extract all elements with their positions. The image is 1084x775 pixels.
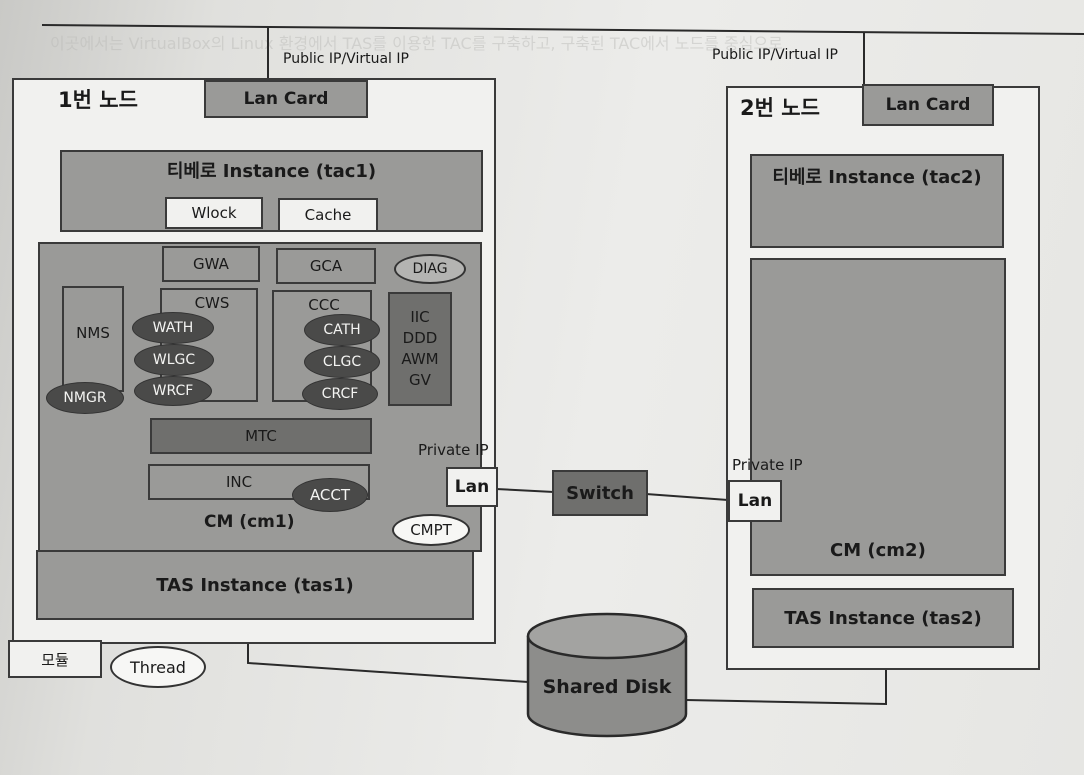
node2-instance-box (750, 154, 1004, 248)
mtc-module: MTC (150, 418, 372, 454)
node1-instance-box (60, 150, 483, 232)
node1-private-ip-label: Private IP (418, 441, 489, 459)
node2-lan: Lan (728, 480, 782, 522)
crcf-thread: CRCF (302, 378, 378, 410)
cache-callout: Cache (278, 198, 378, 232)
cws-label: CWS (194, 294, 230, 312)
iic-module: IIC DDD AWM GV (388, 292, 452, 406)
public-ip-label-left: Public IP/Virtual IP (283, 51, 409, 67)
cath-thread: CATH (304, 314, 380, 346)
wath-thread: WATH (132, 312, 214, 344)
node1-instance-label: 티베로 Instance (tac1) (166, 161, 377, 182)
node1-lan: Lan (446, 467, 498, 507)
legend-thread: Thread (110, 646, 206, 688)
gwa-module: GWA (162, 246, 260, 282)
shared-disk-label: Shared Disk (542, 676, 672, 698)
tas1-instance: TAS Instance (tas1) (36, 550, 474, 620)
gca-module: GCA (276, 248, 376, 284)
wlgc-thread: WLGC (134, 344, 214, 376)
diag-thread: DIAG (394, 254, 466, 284)
ccc-label: CCC (308, 296, 340, 314)
nmgr-thread: NMGR (46, 382, 124, 414)
cmpt-thread: CMPT (392, 514, 470, 546)
node1-lan-card: Lan Card (204, 80, 368, 118)
gv-label: GV (409, 371, 431, 389)
node1-title: 1번 노드 (58, 88, 138, 112)
wrcf-thread: WRCF (134, 376, 212, 406)
nms-label: NMS (76, 324, 110, 342)
awm-label: AWM (401, 350, 439, 368)
iic-label: IIC (410, 308, 430, 326)
header-text: 이곳에서는 VirtualBox의 Linux 환경에서 TAS를 이용한 TA… (50, 34, 783, 52)
cm1-label: CM (cm1) (204, 512, 295, 532)
acct-thread: ACCT (292, 478, 368, 512)
legend-module: 모듈 (8, 640, 102, 678)
clgc-thread: CLGC (304, 346, 380, 378)
tas2-instance: TAS Instance (tas2) (752, 588, 1014, 648)
node2-private-ip-label: Private IP (732, 456, 803, 474)
public-ip-label-right: Public IP/Virtual IP (712, 47, 838, 63)
inc-label: INC (225, 473, 253, 491)
node2-lan-card: Lan Card (862, 84, 994, 126)
cm2-label: CM (cm2) (830, 540, 926, 561)
network-switch: Switch (552, 470, 648, 516)
cm2-box (750, 258, 1006, 576)
wlock-callout: Wlock (165, 197, 263, 229)
ddd-label: DDD (402, 329, 438, 347)
node2-title: 2번 노드 (740, 96, 820, 120)
nms-module: NMS (62, 286, 124, 392)
node2-instance-label: 티베로 Instance (tac2) (772, 167, 982, 188)
